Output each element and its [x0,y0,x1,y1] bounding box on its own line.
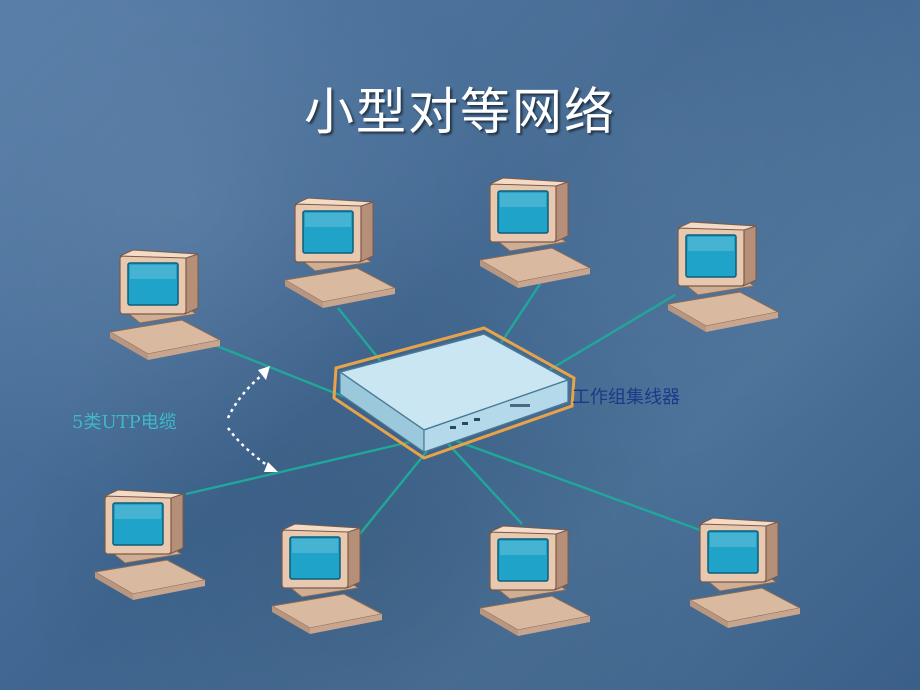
desktop-computer-icon [479,525,591,637]
desktop-computer-icon [689,517,801,629]
cable-callout-arrows [226,369,275,472]
cable-line [354,434,441,541]
network-hub-icon [332,326,576,460]
slide-title: 小型对等网络 [304,83,616,141]
cable-label: 5类UTP电缆 [72,412,177,433]
cable-line [185,433,441,496]
desktop-computer-icon [271,523,383,635]
desktop-computer-icon [94,489,206,601]
desktop-computer-icon [109,249,221,361]
desktop-computer-icon [479,177,591,289]
desktop-computer-icon [284,197,396,309]
cable-line [439,433,701,532]
desktop-computer-icon [667,221,779,333]
hub-label: 工作组集线器 [572,387,680,408]
cable-line [439,434,523,525]
